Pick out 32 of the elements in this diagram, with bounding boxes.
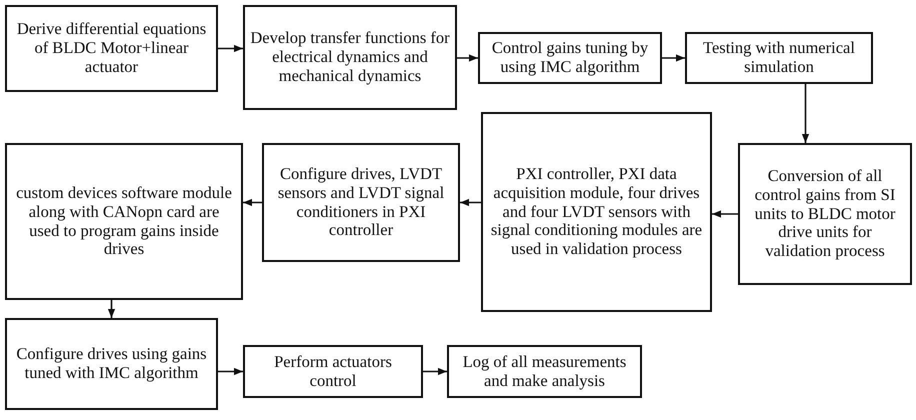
arrow [457, 54, 478, 62]
box-text: Control gains tuning by using IMC algorithm [490, 39, 650, 77]
arrow [460, 198, 481, 206]
box-text: PXI controller, PXI data acquisition module, four drives and four LVDT sensors with signal conditioning modules are used in validation process [490, 164, 704, 260]
box-text: Testing with numerical simulation [702, 39, 856, 77]
process-box [243, 5, 457, 110]
process-box [5, 143, 243, 300]
box-text: Configure drives, LVDT sensors and LVDT signal conditioners in PXI controller [276, 164, 446, 240]
process-box [685, 32, 873, 84]
process-box [481, 112, 712, 312]
process-box [478, 32, 662, 84]
box-text: Develop transfer functions for electrical dynamics and mechanical dynamics [250, 29, 450, 86]
box-text: custom devices software module along with CANopn card are used to program gains inside drives [15, 184, 233, 260]
process-box [5, 318, 218, 410]
box-text: Conversion of all control gains from SI units to BLDC motor drive units for validation process [754, 166, 896, 262]
arrow [712, 210, 738, 218]
process-box [447, 345, 642, 398]
process-box [262, 143, 460, 262]
arrow [802, 84, 810, 143]
arrow [218, 368, 243, 376]
box-text: Log of all measurements and make analysis [462, 352, 628, 390]
arrow [108, 300, 116, 318]
box-text: Configure drives using gains tuned with IMC algorithm [15, 345, 208, 383]
arrow [423, 368, 447, 376]
box-text: Perform actuators control [273, 352, 393, 390]
arrow [243, 198, 262, 206]
process-box [738, 143, 912, 285]
arrow [218, 44, 243, 52]
arrow [662, 54, 685, 62]
box-text: Derive differential equations of BLDC Motor+linear actuator [16, 20, 208, 77]
process-box [5, 5, 218, 92]
process-box [243, 345, 423, 398]
